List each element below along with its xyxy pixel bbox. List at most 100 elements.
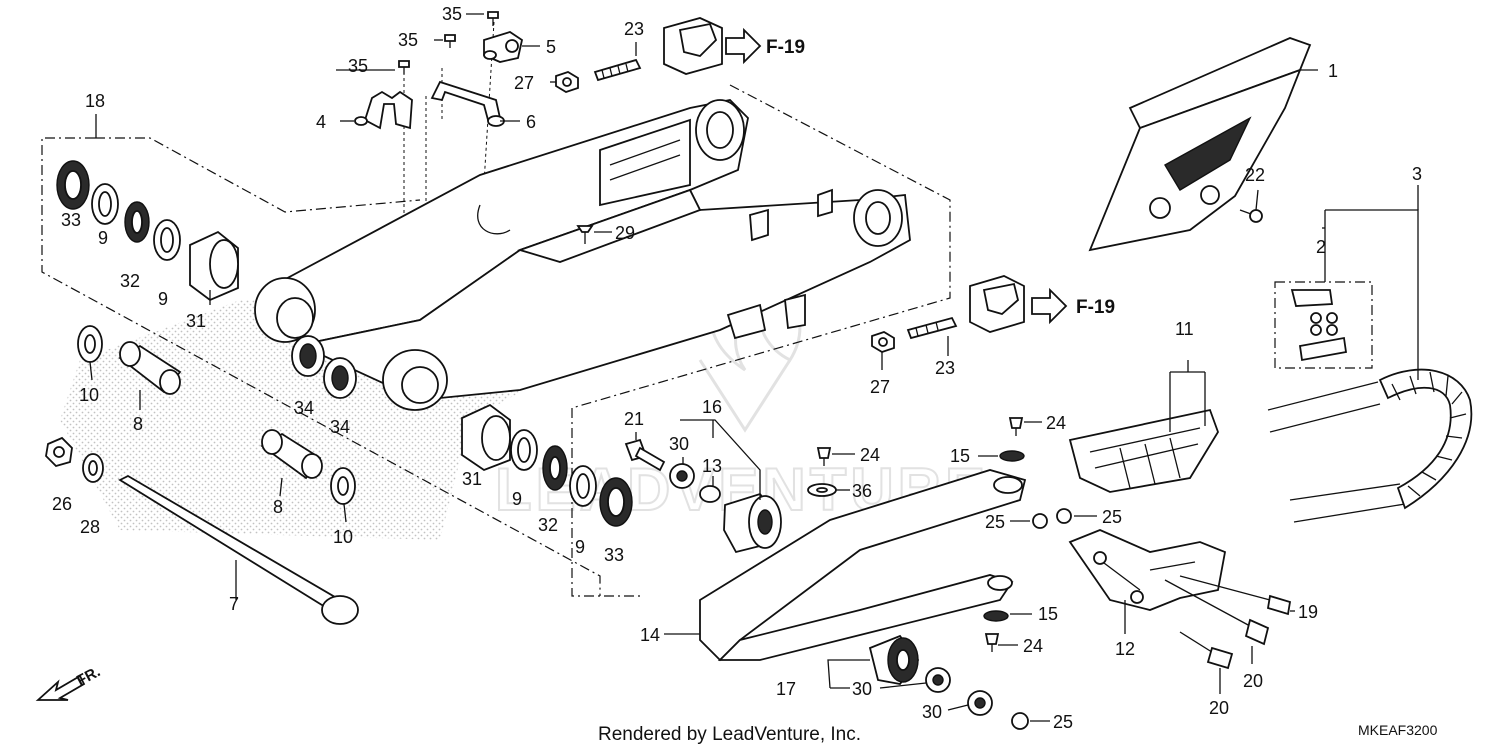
adjuster-block-top	[663, 17, 723, 75]
callout-28: 28	[80, 517, 100, 537]
group-outline-18b	[95, 137, 421, 213]
callout-35b: 35	[398, 30, 418, 50]
callout-20b: 20	[1209, 698, 1229, 718]
bolt-24s	[816, 417, 1024, 652]
chain-slider-1	[1088, 37, 1312, 252]
callout-24a: 24	[1046, 413, 1066, 433]
bolt-21	[624, 438, 666, 472]
nut-26	[45, 436, 73, 468]
callout-11: 11	[1175, 319, 1194, 339]
callout-6: 6	[526, 112, 536, 132]
chain-guide-11	[1068, 408, 1219, 493]
washer-36	[807, 483, 837, 497]
callout-8b: 8	[273, 497, 283, 517]
group-outline-main	[571, 84, 951, 409]
callout-31b: 31	[462, 469, 482, 489]
bearings-34	[291, 335, 357, 399]
guide-5	[483, 31, 524, 63]
clamp-6	[430, 80, 505, 127]
nut-27-top	[555, 71, 579, 93]
group-outline-16	[571, 408, 640, 597]
callout-35a: 35	[442, 4, 462, 24]
callout-20a: 20	[1243, 671, 1263, 691]
group-outline-2	[1274, 281, 1373, 369]
callout-24c: 24	[1023, 636, 1043, 656]
callout-10a: 10	[79, 385, 99, 405]
callout-15a: 15	[950, 446, 970, 466]
group-outline-18	[41, 137, 601, 596]
bolts-35	[398, 11, 499, 74]
callout-8a: 8	[133, 414, 143, 434]
spacers-8	[118, 341, 323, 480]
callout-24b: 24	[860, 445, 880, 465]
callout-33b: 33	[604, 545, 624, 565]
callout-9c: 9	[512, 489, 522, 509]
nut-27-right	[871, 331, 895, 353]
callout-33a: 33	[61, 210, 81, 230]
callout-30c: 30	[922, 702, 942, 722]
bolt-22	[1239, 209, 1263, 223]
callout-29: 29	[615, 223, 635, 243]
callout-9a: 9	[98, 228, 108, 248]
callout-25b: 25	[1102, 507, 1122, 527]
chain-slider-arm-14	[699, 469, 1027, 662]
callout-30a: 30	[669, 434, 689, 454]
callout-9b: 9	[158, 289, 168, 309]
callout-27a: 27	[514, 73, 534, 93]
footer-credit: Rendered by LeadVenture, Inc.	[598, 724, 861, 745]
callout-26: 26	[52, 494, 72, 514]
callout-12: 12	[1115, 639, 1135, 659]
callout-18: 18	[85, 91, 105, 111]
washers-15	[983, 450, 1025, 622]
roller-17	[868, 634, 920, 685]
callout-25c: 25	[1053, 712, 1073, 732]
drive-chain-3	[1267, 368, 1473, 523]
callout-25a: 25	[985, 512, 1005, 532]
diagram-code: MKEAF3200	[1358, 722, 1438, 738]
collar-30-upper	[669, 463, 695, 489]
bolts-20	[1164, 579, 1270, 670]
reference-label-f19-right: F-19	[1076, 297, 1115, 318]
callout-32b: 32	[538, 515, 558, 535]
callout-labels: 1 2 3 4 5 6 7 8 8 9 9 9 9 10 10 11 12 13…	[52, 4, 1422, 732]
reference-arrow-icon-2	[1031, 287, 1068, 325]
callout-5: 5	[546, 37, 556, 57]
bolt-23-top	[593, 58, 642, 82]
callout-27b: 27	[870, 377, 890, 397]
reference-label-f19-top: F-19	[766, 37, 805, 58]
bearing-set-left	[56, 160, 239, 302]
callout-23a: 23	[624, 19, 644, 39]
chain-guide-bracket-12	[1068, 529, 1227, 611]
callout-17: 17	[776, 679, 796, 699]
callout-2: 2	[1316, 237, 1326, 257]
roller-16	[723, 492, 782, 554]
callout-4: 4	[316, 112, 326, 132]
callout-14: 14	[640, 625, 660, 645]
callout-34b: 34	[330, 417, 350, 437]
callout-15b: 15	[1038, 604, 1058, 624]
callout-23b: 23	[935, 358, 955, 378]
front-direction-arrow-icon	[35, 674, 86, 701]
callout-13: 13	[702, 456, 722, 476]
reference-arrow-icon	[725, 27, 762, 65]
callout-35c: 35	[348, 56, 368, 76]
callout-19: 19	[1298, 602, 1318, 622]
bolt-23-right	[906, 316, 958, 340]
callout-31a: 31	[186, 311, 206, 331]
collars-10	[77, 325, 356, 505]
bearing-set-right	[461, 403, 633, 527]
callout-21: 21	[624, 409, 644, 429]
callout-22: 22	[1245, 165, 1265, 185]
callout-1: 1	[1328, 61, 1338, 81]
collars-30-lower	[925, 667, 993, 716]
callout-32a: 32	[120, 271, 140, 291]
pivot-bolt-7	[118, 474, 359, 625]
callout-9d: 9	[575, 537, 585, 557]
rivet-29	[576, 225, 594, 244]
callout-7: 7	[229, 594, 239, 614]
callout-34a: 34	[294, 398, 314, 418]
callout-36: 36	[852, 481, 872, 501]
washer-28	[82, 453, 104, 483]
swingarm	[254, 99, 911, 411]
